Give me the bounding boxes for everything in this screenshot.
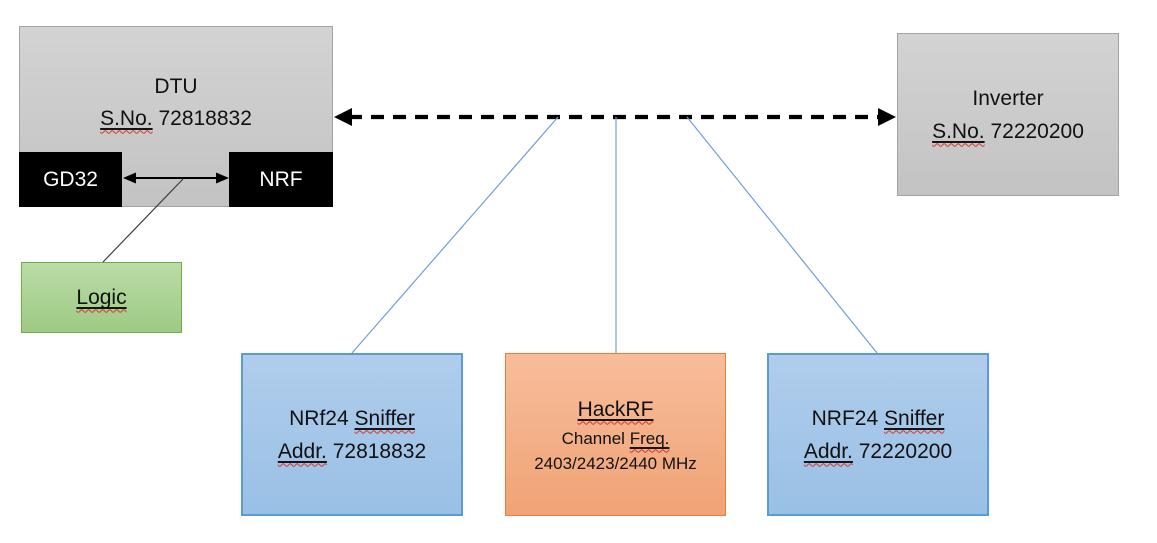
gd32-label: GD32 — [43, 167, 98, 191]
sniffer-left-tap-line — [351, 116, 559, 354]
hackrf-node: HackRF Channel Freq. 2403/2423/2440 MHz — [505, 353, 726, 516]
dtu-inverter-arrowhead-left — [334, 108, 352, 126]
hackrf-frequencies: 2403/2423/2440 MHz — [534, 453, 697, 473]
sniffer-right-addr-label: Addr. — [803, 439, 853, 463]
dtu-serial-number: 72818832 — [158, 106, 252, 130]
nrf-node: NRF — [229, 152, 333, 207]
sniffer-right-name-flagged: Sniffer — [884, 406, 945, 430]
dtu-inverter-arrowhead-right — [878, 108, 896, 126]
sniffer-left-name-line: NRf24 Sniffer — [289, 402, 415, 435]
nrf-label: NRF — [259, 167, 303, 191]
sniffer-left-addr-line: Addr. 72818832 — [278, 435, 426, 468]
dtu-serial-label: S.No. — [100, 106, 153, 130]
sniffer-right-name-prefix: NRF24 — [811, 406, 879, 430]
sniffer-left-name-prefix: NRf24 — [289, 406, 349, 430]
sniffer-right-node: NRF24 Sniffer Addr. 72220200 — [767, 353, 989, 516]
inverter-serial-line: S.No. 72220200 — [932, 115, 1084, 148]
logic-node: Logic — [21, 262, 182, 333]
inverter-serial-number: 72220200 — [990, 119, 1084, 143]
sniffer-right-addr-line: Addr. 72220200 — [804, 435, 952, 468]
logic-label: Logic — [76, 285, 127, 309]
gd32-node: GD32 — [19, 152, 122, 207]
hackrf-channel-line: Channel Freq. — [562, 426, 670, 451]
inverter-serial-label: S.No. — [932, 119, 985, 143]
sniffer-left-addr-label: Addr. — [277, 439, 327, 463]
hackrf-channel-label: Channel — [561, 428, 625, 448]
hackrf-title: HackRF — [577, 397, 654, 421]
inverter-node: Inverter S.No. 72220200 — [897, 33, 1119, 196]
sniffer-left-name-flagged: Sniffer — [354, 406, 415, 430]
hackrf-title-line: HackRF — [578, 394, 654, 426]
inverter-title: Inverter — [972, 86, 1044, 110]
dtu-serial-line: S.No. 72818832 — [100, 103, 252, 135]
hackrf-freq-label: Freq. — [629, 428, 670, 448]
sniffer-right-name-line: NRF24 Sniffer — [812, 402, 945, 435]
sniffer-left-addr-value: 72818832 — [332, 439, 427, 463]
hackrf-frequencies-line: 2403/2423/2440 MHz — [534, 451, 697, 476]
sniffer-right-addr-value: 72220200 — [858, 439, 953, 463]
sniffer-right-tap-line — [686, 116, 878, 354]
sniffer-left-node: NRf24 Sniffer Addr. 72818832 — [241, 353, 463, 516]
dtu-title: DTU — [154, 74, 198, 98]
